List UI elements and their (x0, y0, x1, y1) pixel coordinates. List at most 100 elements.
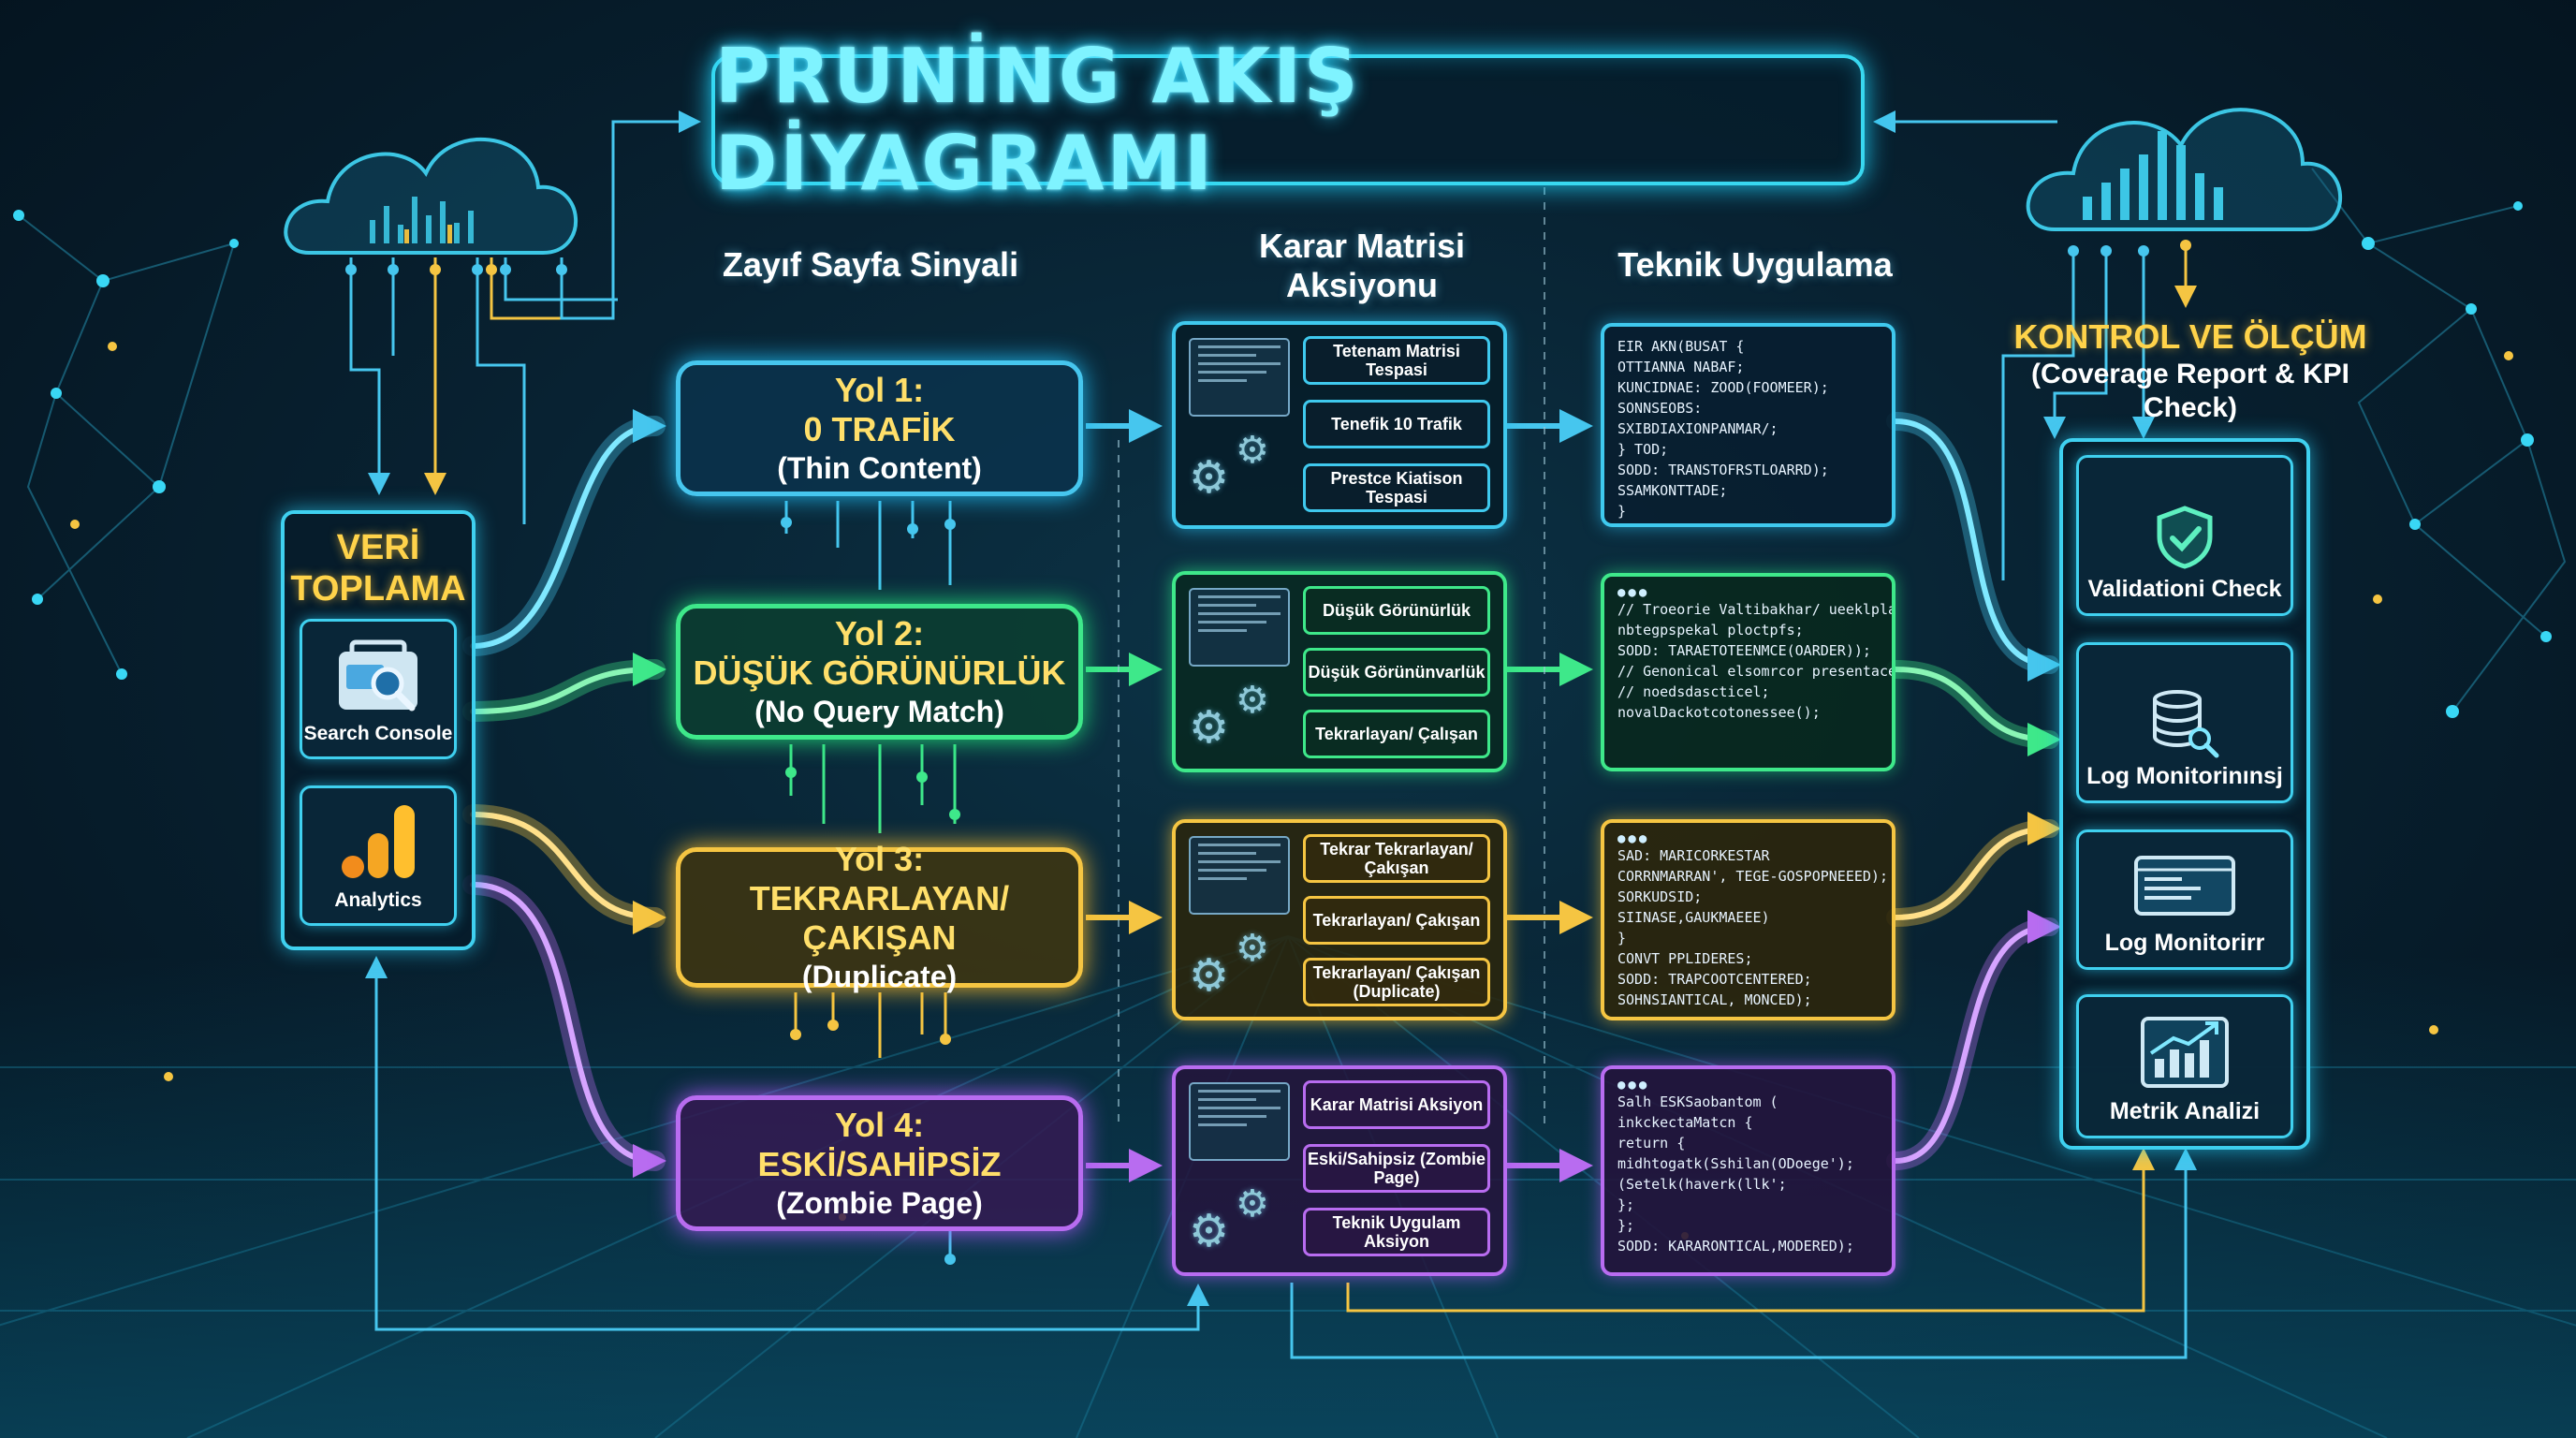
code-line: SODD: TRANSTOFRSTLOARRD); (1617, 462, 1829, 478)
code-line: // noedsdascticel; (1617, 683, 1770, 700)
path-2-box[interactable]: Yol 2: DÜŞÜK GÖRÜNÜRLÜK (No Query Match) (676, 604, 1083, 740)
diagram-title-box: PRUNİNG AKIŞ DİYAGRAMI (711, 33, 1865, 207)
matrix-1-item-1[interactable]: Tetenam Matrisi Tespasi (1303, 336, 1490, 385)
data-collection-title: VERİ TOPLAMA (290, 528, 466, 609)
matrix-3-item-2[interactable]: Tekrarlayan/ Çakışan (1303, 896, 1490, 945)
path-3-box[interactable]: Yol 3: TEKRARLAYAN/ÇAKIŞAN (Duplicate) (676, 840, 1083, 993)
code-line: Salh ESKSaobantom ( (1617, 1093, 1778, 1110)
path-2-title: DÜŞÜK GÖRÜNÜRLÜK (693, 653, 1066, 692)
window-icon (1189, 338, 1290, 417)
code-line: }; (1617, 1217, 1635, 1234)
gear-icon: ⚙ (1189, 951, 1230, 1001)
matrix-4-item-3[interactable]: Teknik Uygulam Aksiyon (1303, 1208, 1490, 1256)
code-line: nbtegpspekal ploctpfs; (1617, 622, 1804, 638)
matrix-3-item-1[interactable]: Tekrar Tekrarlayan/Çakışan (1303, 834, 1490, 883)
code-line: SODD: TRAPCOOTCENTERED; (1617, 971, 1812, 988)
path-1-title: 0 TRAFİK (803, 409, 956, 448)
path-3-name: Yol 3: (834, 840, 925, 878)
path-3-title: TEKRARLAYAN/ÇAKIŞAN (749, 879, 1010, 957)
code-line: return { (1617, 1135, 1686, 1152)
code-line: }; (1617, 1196, 1635, 1213)
validation-check-card[interactable]: Validationi Check (2076, 455, 2293, 616)
code-line: KUNCIDNAE: ZOOD(FOOMEER); (1617, 379, 1829, 396)
right-cloud (2026, 108, 2342, 231)
path-4-subtitle: (Zombie Page) (776, 1185, 983, 1220)
code-line: SIINASE,GAUKMAEEE) (1617, 909, 1770, 926)
chart-trend-icon (2141, 1017, 2229, 1088)
code-line: SORKUDSID; (1617, 888, 1703, 905)
column-header-technical: Teknik Uygulama (1617, 245, 1893, 284)
code-block-3: ●●● SAD: MARICORKESTAR CORRNMARRAN', TEG… (1601, 819, 1895, 1020)
analytics-card[interactable]: Analytics (300, 785, 457, 926)
data-collection-panel: VERİ TOPLAMA Search Console Analytics (281, 510, 476, 950)
code-line: SOHNSIANTICAL, MONCED); (1617, 991, 1812, 1008)
code-line: } (1617, 930, 1627, 946)
code-line: } (1617, 503, 1627, 520)
gear-icon: ⚙ (1189, 1207, 1230, 1256)
metric-analysis-card[interactable]: Metrik Analizi (2076, 994, 2293, 1138)
code-line: SODD: TARAETOTEENMCE(OARDER)); (1617, 642, 1871, 659)
code-line: novalDackotcotonessee(); (1617, 704, 1821, 721)
matrix-4-item-1[interactable]: Karar Matrisi Aksiyon (1303, 1080, 1490, 1129)
code-line: } TOD; (1617, 441, 1669, 458)
left-cloud (284, 137, 578, 255)
path-4-name: Yol 4: (834, 1105, 925, 1144)
matrix-box-4: ⚙ ⚙ Karar Matrisi Aksiyon Eski/Sahipsiz … (1172, 1065, 1507, 1276)
path-1-name: Yol 1: (834, 370, 925, 409)
matrix-4-item-2[interactable]: Eski/Sahipsiz (Zombie Page) (1303, 1144, 1490, 1193)
code-line: SODD: KARARONTICAL,MODERED); (1617, 1238, 1854, 1255)
gear-icon: ⚙ (1236, 1183, 1269, 1225)
matrix-2-item-3[interactable]: Tekrarlayan/ Çalışan (1303, 710, 1490, 758)
log-monitoring-card[interactable]: Log Monitorinınsj (2076, 642, 2293, 803)
code-block-4: ●●● Salh ESKSaobantom ( inkckectaMatcn {… (1601, 1065, 1895, 1276)
shield-check-icon (2157, 506, 2213, 569)
gear-icon: ⚙ (1189, 453, 1230, 503)
matrix-1-item-3[interactable]: Prestce Kiatison Tespasi (1303, 463, 1490, 512)
path-4-title: ESKİ/SAHİPSİZ (757, 1144, 1002, 1183)
matrix-box-3: ⚙ ⚙ Tekrar Tekrarlayan/Çakışan Tekrarlay… (1172, 819, 1507, 1020)
database-search-icon (2153, 690, 2219, 758)
code-line: SAD: MARICORKESTAR (1617, 847, 1770, 864)
window-dots-icon: ●●● (1617, 1078, 1650, 1093)
code-line: midhtogatk(Sshilan(ODoege'); (1617, 1155, 1854, 1172)
metric-analysis-label: Metrik Analizi (2109, 1098, 2261, 1124)
log-monitor-label: Log Monitorirr (2104, 930, 2265, 956)
path-4-box[interactable]: Yol 4: ESKİ/SAHİPSİZ (Zombie Page) (676, 1095, 1083, 1231)
window-icon (1189, 1082, 1290, 1161)
code-line: inkckectaMatcn { (1617, 1114, 1753, 1131)
diagram-title: PRUNİNG AKIŞ DİYAGRAMI (715, 33, 1361, 207)
window-icon (1189, 588, 1290, 667)
code-line: EIR AKN(BUSAT { (1617, 338, 1745, 355)
code-line: (Setelk(haverk(llk'; (1617, 1176, 1787, 1193)
path-2-name: Yol 2: (834, 613, 925, 653)
code-line: // Troeorie Valtibakhar/ ueeklplastion (1617, 601, 1892, 618)
analytics-label: Analytics (334, 889, 422, 911)
code-block-1: EIR AKN(BUSAT { OTTIANNA NABAF; KUNCIDNA… (1601, 323, 1895, 527)
matrix-2-item-1[interactable]: Düşük Görünürlük (1303, 586, 1490, 635)
path-3-subtitle: (Duplicate) (801, 960, 958, 993)
gear-icon: ⚙ (1189, 703, 1230, 753)
code-line: // Genonical elsomrcor presentace); (1617, 663, 1895, 680)
matrix-2-item-2[interactable]: Düşük Görününvarlük (1303, 648, 1490, 697)
search-console-card[interactable]: Search Console (300, 619, 457, 759)
code-line: SONNSEOBS: (1617, 400, 1703, 417)
code-line: SSAMKONTTADE; (1617, 482, 1728, 499)
gear-icon: ⚙ (1236, 928, 1269, 969)
matrix-3-item-3[interactable]: Tekrarlayan/ Çakışan (Duplicate) (1303, 958, 1490, 1006)
search-console-icon (339, 639, 417, 712)
column-header-signal: Zayıf Sayfa Sinyali (722, 245, 1019, 284)
window-icon (1189, 836, 1290, 915)
validation-check-label: Validationi Check (2087, 576, 2282, 602)
code-line: CONVT PPLIDERES; (1617, 950, 1753, 967)
path-1-box[interactable]: Yol 1: 0 TRAFİK (Thin Content) (676, 360, 1083, 496)
log-monitor-card[interactable]: Log Monitorirr (2076, 829, 2293, 970)
code-block-2: ●●● // Troeorie Valtibakhar/ ueeklplasti… (1601, 573, 1895, 771)
log-monitoring-label: Log Monitorinınsj (2086, 763, 2283, 789)
window-dots-icon: ●●● (1617, 585, 1650, 600)
search-console-label: Search Console (303, 723, 453, 744)
gear-icon: ⚙ (1236, 680, 1269, 721)
gear-icon: ⚙ (1236, 430, 1269, 471)
matrix-1-item-2[interactable]: Tenefik 10 Trafik (1303, 400, 1490, 448)
window-dots-icon: ●●● (1617, 831, 1650, 846)
